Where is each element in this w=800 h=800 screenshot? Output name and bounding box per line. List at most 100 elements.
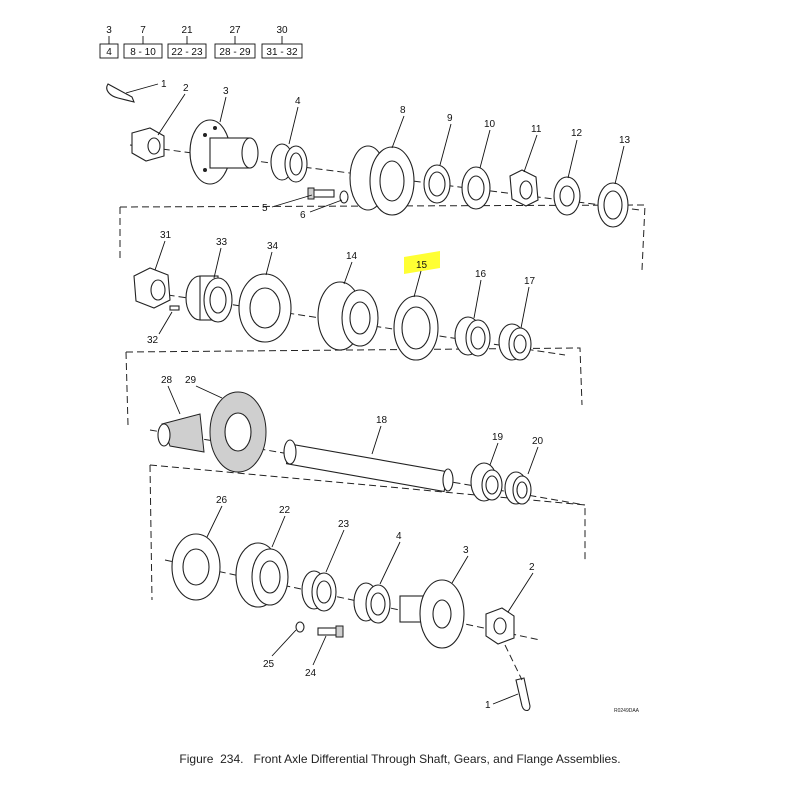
row-1-parts: [106, 83, 641, 228]
nav-item-3[interactable]: 3 4: [99, 25, 119, 59]
callout-18[interactable]: 18: [376, 415, 388, 426]
cup-16-part[interactable]: [454, 316, 491, 357]
callout-34[interactable]: 34: [267, 241, 279, 252]
frame-row3-row4: [149, 464, 153, 601]
callouts: 1 2 3 4 5 6 8 9 10 11 12 13 31 32 33 34: [125, 79, 631, 711]
callout-8[interactable]: 8: [400, 105, 406, 116]
figure-title: Front Axle Differential Through Shaft, G…: [253, 752, 621, 766]
callout-1b[interactable]: 1: [485, 700, 491, 711]
callout-32[interactable]: 32: [147, 335, 159, 346]
castle-nut-part[interactable]: [131, 127, 165, 162]
callout-12[interactable]: 12: [571, 128, 583, 139]
svg-text:22 - 23: 22 - 23: [171, 47, 203, 58]
callout-19[interactable]: 19: [492, 432, 504, 443]
nav-box: [261, 43, 303, 59]
svg-text:28 - 29: 28 - 29: [219, 47, 251, 58]
callout-24[interactable]: 24: [305, 668, 317, 679]
callout-11[interactable]: 11: [531, 124, 542, 135]
bearing-33-part[interactable]: [185, 275, 233, 323]
cup-23-part[interactable]: [301, 570, 337, 612]
seal-4b-part[interactable]: [353, 582, 391, 624]
shim-part[interactable]: [597, 182, 629, 228]
bolt-24-part[interactable]: [317, 625, 344, 638]
callout-10[interactable]: 10: [484, 119, 496, 130]
nav-item-30[interactable]: 30 31 - 32: [261, 25, 303, 59]
callout-14[interactable]: 14: [346, 251, 358, 262]
shim-15-part[interactable]: [393, 295, 439, 361]
figure-number: Figure 234.: [179, 752, 244, 766]
callout-25[interactable]: 25: [263, 659, 275, 670]
seal-part[interactable]: [270, 143, 308, 183]
callout-26[interactable]: 26: [216, 495, 228, 506]
callout-15[interactable]: 15: [416, 260, 428, 271]
callout-31[interactable]: 31: [160, 230, 172, 241]
row-4-parts: [164, 533, 541, 712]
svg-text:7: 7: [140, 25, 146, 36]
cotter-pin-part[interactable]: [106, 83, 135, 103]
callout-2[interactable]: 2: [183, 83, 189, 94]
nav-index: 3 4 7 8 - 10 21 22 - 23 27 28 - 29 30: [99, 25, 303, 59]
through-shaft-18-part[interactable]: [283, 439, 454, 493]
callout-33[interactable]: 33: [216, 237, 228, 248]
bevel-gear-29-part[interactable]: [209, 391, 267, 473]
callout-17[interactable]: 17: [524, 276, 536, 287]
bearing-cone-part[interactable]: [461, 166, 491, 210]
cage-22-part[interactable]: [235, 542, 289, 608]
callout-28[interactable]: 28: [161, 375, 173, 386]
row-2-parts: [133, 267, 566, 361]
nav-box: [99, 43, 119, 59]
spacer-ring-part[interactable]: [423, 164, 451, 204]
callout-3[interactable]: 3: [223, 86, 229, 97]
row-3-parts: [149, 391, 586, 506]
flange-3b-part[interactable]: [399, 579, 465, 649]
frame-row2-row3: [125, 347, 583, 406]
lock-washer-part[interactable]: [553, 176, 581, 216]
callout-2b[interactable]: 2: [529, 562, 535, 573]
nav-item-21[interactable]: 21 22 - 23: [167, 25, 207, 59]
bolt-part[interactable]: [307, 187, 335, 200]
callout-4[interactable]: 4: [295, 96, 301, 107]
nav-box: [123, 43, 163, 59]
nav-box: [167, 43, 207, 59]
pinion-gear-28-part[interactable]: [157, 413, 205, 453]
reference-code: R0249DAA: [614, 708, 640, 714]
cage-14-part[interactable]: [317, 281, 379, 351]
callout-4b[interactable]: 4: [396, 531, 402, 542]
svg-text:31 - 32: 31 - 32: [266, 47, 298, 58]
svg-text:8 - 10: 8 - 10: [130, 47, 156, 58]
nav-item-27[interactable]: 27 28 - 29: [214, 25, 256, 59]
assembly-frames: [119, 204, 646, 601]
callout-3b[interactable]: 3: [463, 545, 469, 556]
shim-26-part[interactable]: [171, 533, 221, 601]
callout-29[interactable]: 29: [185, 375, 197, 386]
castle-nut-2b-part[interactable]: [485, 607, 515, 645]
companion-flange-part[interactable]: [189, 119, 259, 185]
nut-31-part[interactable]: [133, 267, 171, 309]
callout-13[interactable]: 13: [619, 135, 631, 146]
cone-20-part[interactable]: [504, 471, 532, 505]
callout-16[interactable]: 16: [475, 269, 487, 280]
figure-caption: Figure 234. Front Axle Differential Thro…: [0, 752, 800, 766]
cone-17-part[interactable]: [498, 323, 532, 361]
svg-text:3: 3: [106, 25, 112, 36]
washer-25-part[interactable]: [295, 621, 305, 633]
bearing-cage-part[interactable]: [349, 145, 415, 216]
callout-23[interactable]: 23: [338, 519, 350, 530]
svg-text:21: 21: [181, 25, 193, 36]
callout-9[interactable]: 9: [447, 113, 453, 124]
callout-22[interactable]: 22: [279, 505, 291, 516]
svg-text:4: 4: [106, 47, 112, 58]
nav-item-7[interactable]: 7 8 - 10: [123, 25, 163, 59]
callout-20[interactable]: 20: [532, 436, 544, 447]
callout-5[interactable]: 5: [262, 203, 268, 214]
svg-text:27: 27: [229, 25, 241, 36]
shim-34-part[interactable]: [238, 273, 292, 343]
cup-19-part[interactable]: [470, 462, 503, 502]
washer-part[interactable]: [339, 190, 349, 204]
pin-32-part[interactable]: [169, 305, 180, 311]
cotter-pin-1b-part[interactable]: [515, 677, 531, 712]
highlight-marker: [404, 251, 440, 274]
callout-1[interactable]: 1: [161, 79, 167, 90]
callout-6[interactable]: 6: [300, 210, 306, 221]
hex-nut-part[interactable]: [509, 169, 539, 207]
